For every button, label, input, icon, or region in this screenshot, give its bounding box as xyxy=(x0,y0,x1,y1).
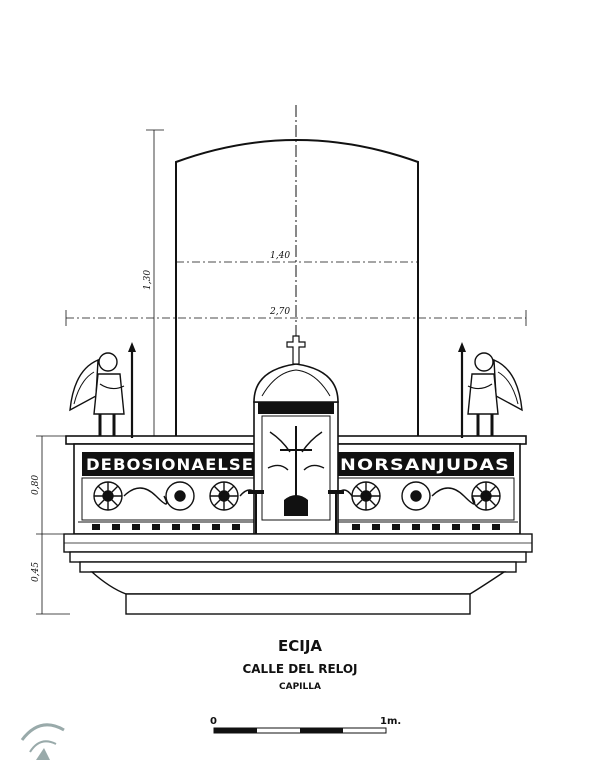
total-width-dimension: 2,70 xyxy=(65,307,527,326)
dentil-row xyxy=(92,524,500,530)
scale-start-label: 0 xyxy=(210,716,217,727)
crucifix-shrine xyxy=(248,335,344,535)
angel-figure-left xyxy=(69,342,136,438)
inscription-left: DEBOSIONAELSE xyxy=(86,455,254,474)
niche-outline xyxy=(175,139,419,440)
caption-type: CAPILLA xyxy=(279,682,321,692)
angel-figure-right xyxy=(458,342,523,438)
cross-icon xyxy=(286,335,306,365)
scale-bar: 0 1m. xyxy=(210,716,401,734)
caption-town: ECIJA xyxy=(278,637,322,655)
rail-height-label: 0,80 xyxy=(31,475,41,495)
inscription-right: NORSANJUDAS xyxy=(340,455,510,474)
inscription-band-left xyxy=(82,452,258,476)
base-moldings xyxy=(63,533,533,615)
niche-height-dimension: 1,30 xyxy=(143,129,164,440)
caption-street: CALLE DEL RELOJ xyxy=(242,662,357,676)
inscription-band-right xyxy=(336,452,514,476)
archive-logo-icon xyxy=(20,723,65,760)
total-width-label: 2,70 xyxy=(269,307,290,317)
base-height-label: 0,45 xyxy=(31,562,41,582)
niche-width-dimension: 1,40 xyxy=(176,251,418,263)
niche-width-label: 1,40 xyxy=(270,251,290,261)
niche-height-label: 1,30 xyxy=(143,270,153,290)
height-dimensions-left: 0,80 0,45 xyxy=(31,435,70,615)
scale-end-label: 1m. xyxy=(380,716,401,727)
